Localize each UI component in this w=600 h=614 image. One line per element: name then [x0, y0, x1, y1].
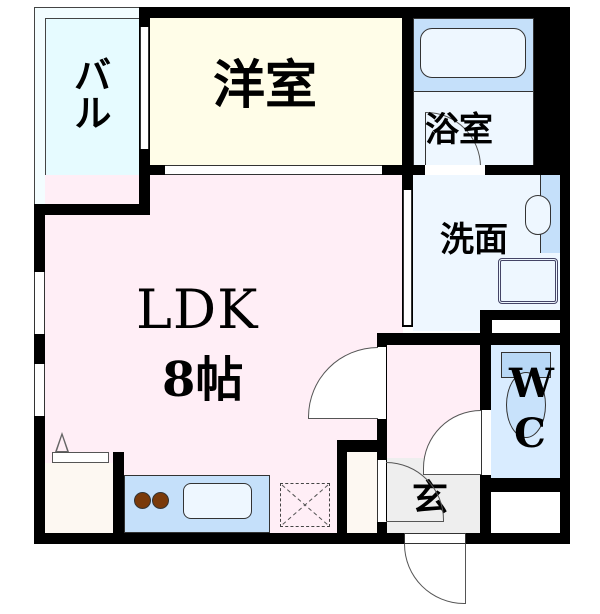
wall [534, 7, 570, 175]
wall [377, 333, 387, 544]
toilet-bowl [506, 372, 546, 438]
wall [34, 533, 404, 544]
front-door[interactable] [404, 544, 466, 604]
wc-door-opening[interactable] [481, 410, 491, 475]
left-storage-shelf [52, 452, 109, 463]
sliding-door[interactable] [165, 165, 382, 175]
washing-machine [498, 258, 558, 304]
balcony [45, 18, 140, 204]
burner-icon [134, 492, 151, 509]
sliding-door[interactable] [403, 190, 412, 325]
wall [377, 333, 570, 345]
wall [480, 478, 570, 492]
wall [337, 440, 347, 544]
kitchen-sink [183, 483, 252, 519]
storage-closet [492, 492, 560, 532]
fridge-space [280, 483, 330, 527]
wall [140, 7, 570, 18]
wall [480, 310, 570, 320]
wc-label-c: C [514, 410, 546, 457]
burner-icon [152, 492, 169, 509]
window [34, 364, 45, 416]
bathtub [420, 28, 526, 78]
entrance-side-door[interactable] [377, 460, 386, 522]
wall [560, 7, 570, 542]
washbasin [525, 195, 551, 235]
western-room-label: 洋室 [213, 55, 318, 116]
wall [113, 452, 124, 544]
washroom-label: 洗面 [440, 220, 508, 260]
front-door-opening[interactable] [404, 533, 466, 544]
storage-shelf [492, 320, 560, 334]
wall [34, 204, 150, 215]
left-storage [45, 463, 113, 535]
ldk-size: 8帖 [162, 352, 244, 408]
ldk-label: LDK [136, 278, 259, 341]
ldk-door-opening[interactable] [377, 347, 386, 419]
fridge-space-cross-icon [281, 484, 329, 526]
window [140, 27, 149, 149]
bathroom-label: 浴室 [425, 110, 493, 150]
balcony-label: バル [67, 55, 112, 131]
window [34, 272, 45, 334]
shoe-storage [347, 452, 377, 535]
wall [337, 440, 387, 452]
lamp-icon-inner [57, 436, 67, 451]
wall [466, 533, 570, 544]
western-room [150, 18, 403, 166]
wc-label-w: W [509, 360, 554, 407]
bathroom-door-opening[interactable] [425, 165, 485, 175]
wall [402, 165, 570, 175]
